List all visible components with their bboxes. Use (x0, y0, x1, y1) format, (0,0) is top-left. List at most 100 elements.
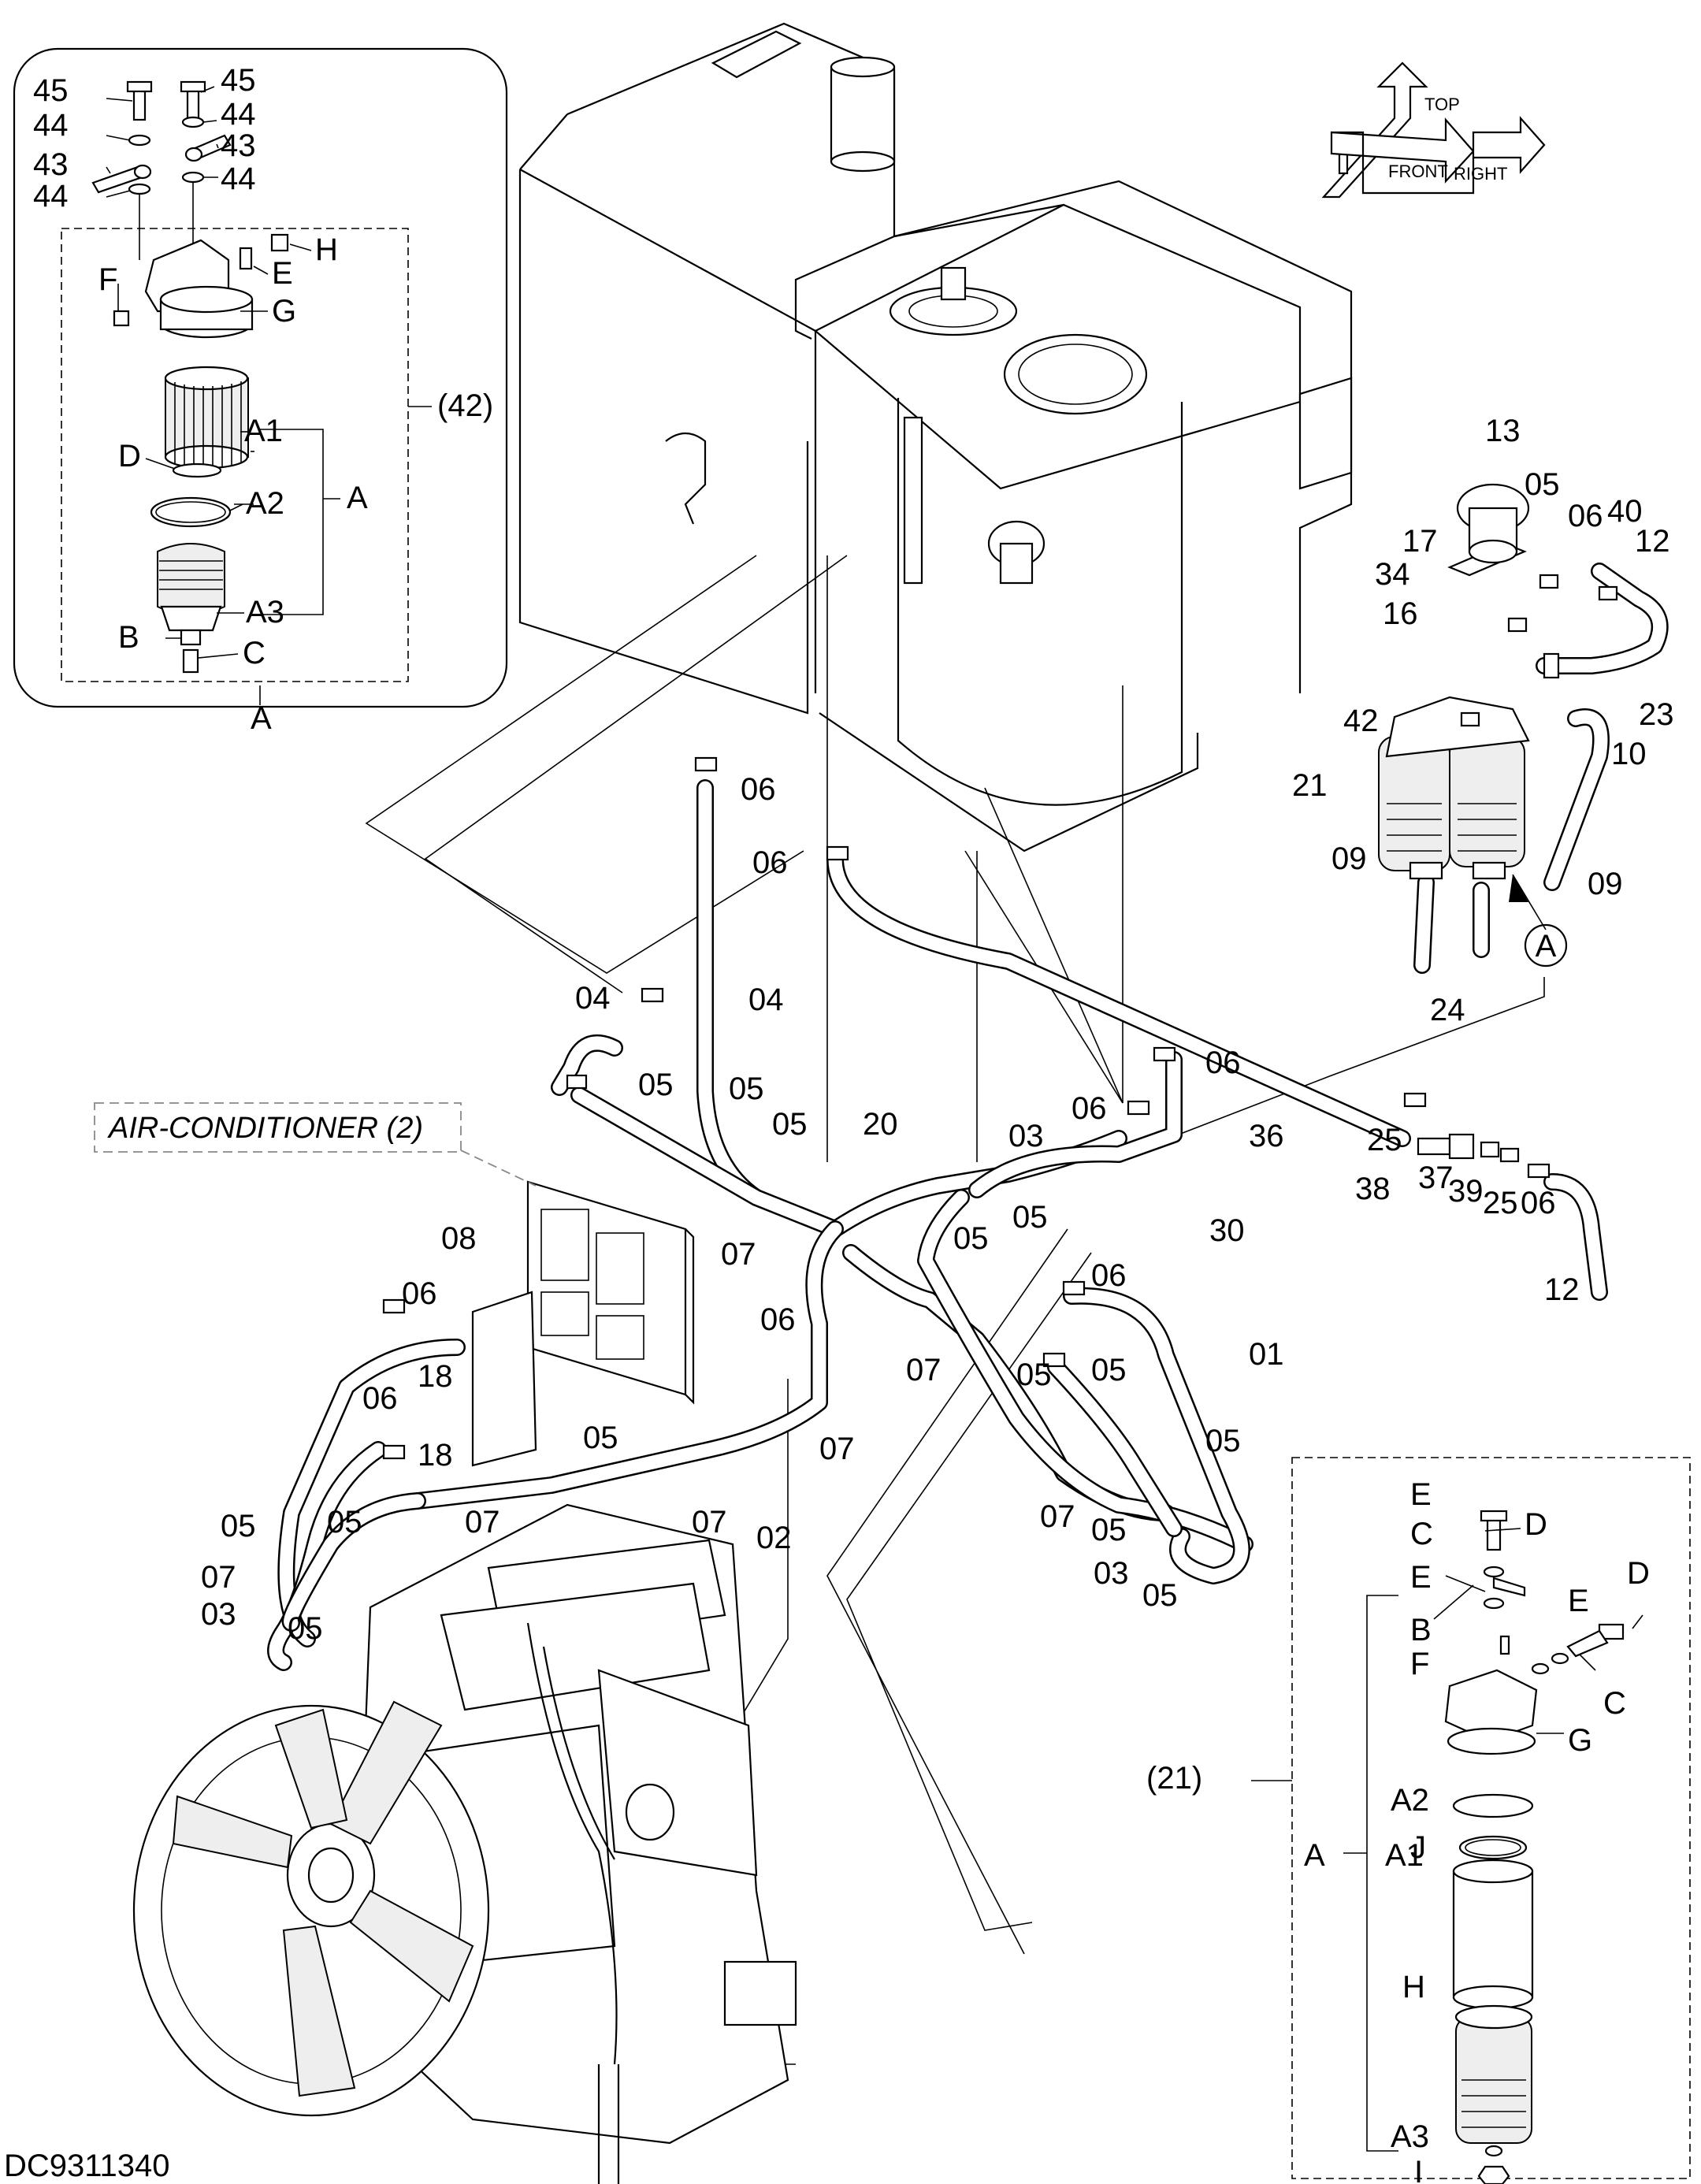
label-part_numbers-58: 05 (1091, 1513, 1127, 1547)
label-part_numbers-44: 18 (418, 1359, 453, 1394)
label-orientation-front: FRONT (1388, 162, 1448, 181)
label-detail_a-labels-14: A (347, 481, 368, 515)
label-detail_21-labels-11: J (1410, 1830, 1426, 1865)
hydraulic-tank-structure (518, 22, 1527, 852)
label-part_numbers-56: 05 (221, 1509, 256, 1543)
label-part_numbers-17: 04 (575, 981, 611, 1016)
label-part_numbers-18: 05 (638, 1068, 674, 1102)
label-part_numbers-22: 20 (863, 1107, 898, 1142)
label-part_numbers-63: 03 (1094, 1556, 1129, 1591)
label-detail_21-labels-6: E (1568, 1584, 1589, 1618)
label-detail_21-labels-15: A3 (1391, 2119, 1429, 2154)
label-part_numbers-51: 07 (692, 1505, 727, 1540)
label-detail_21-labels-4: B (1410, 1613, 1432, 1647)
air-conditioner-note: AIR-CONDITIONER (2) (107, 1112, 423, 1145)
label-part_numbers-31: 25 (1483, 1186, 1518, 1220)
label-part_numbers-40: 06 (1091, 1258, 1127, 1293)
detail-a-leaders (106, 86, 312, 659)
label-orientation-top: TOP (1424, 95, 1460, 114)
part-number-labels: 13 05 06 40 12 17 34 16 42 23 21 10 09 0… (201, 414, 1674, 1646)
fuel-filter-assembly (1378, 696, 1530, 880)
label-part_numbers-5: 17 (1402, 524, 1438, 559)
label-detail_21-labels-2: C (1410, 1517, 1433, 1551)
ecu-08-bracket (94, 1102, 695, 1467)
detail-a-callout: A (1509, 874, 1568, 968)
detail-21-panel (1251, 1457, 1691, 2184)
label-part_numbers-8: 42 (1343, 704, 1379, 738)
drawing-id: DC9311340 (4, 2149, 170, 2183)
label-part_numbers-15: 06 (741, 772, 776, 807)
label-part_numbers-47: 18 (418, 1438, 453, 1473)
fuel-hoses (267, 563, 1669, 1671)
label-detail_a-labels-5: 43 (221, 128, 256, 163)
detail-a-title: A (251, 701, 272, 736)
label-part_numbers-30: 39 (1448, 1174, 1484, 1209)
label-detail_a-labels-7: 44 (33, 179, 69, 214)
label-part_numbers-3: 40 (1607, 494, 1643, 529)
detail-21-labels: E D C E B F E D C G A2 J A A1 H A3 I (21… (1146, 1477, 1650, 2184)
label-part_numbers-0: 13 (1485, 414, 1521, 448)
label-part_numbers-25: 06 (1071, 1091, 1107, 1126)
label-detail_21-labels-5: F (1410, 1647, 1429, 1681)
label-part_numbers-49: 07 (819, 1432, 855, 1466)
label-part_numbers-55: 05 (327, 1505, 362, 1540)
label-part_numbers-61: 03 (201, 1597, 236, 1632)
label-part_numbers-23: 03 (1008, 1119, 1044, 1153)
label-detail_a-labels-10: E (272, 256, 293, 291)
label-part_numbers-19: 05 (729, 1072, 764, 1106)
label-part_numbers-13: 09 (1588, 867, 1623, 901)
label-part_numbers-28: 38 (1355, 1172, 1391, 1206)
label-detail_a-labels-8: 44 (221, 162, 256, 196)
label-part_numbers-11: 10 (1611, 737, 1647, 771)
label-part_numbers-57: 07 (465, 1505, 500, 1540)
label-part_numbers-37: 08 (441, 1221, 477, 1256)
label-part_numbers-6: 34 (1375, 557, 1410, 592)
label-detail_21-labels-3: E (1410, 1560, 1432, 1595)
label-part_numbers-50: 02 (756, 1521, 792, 1555)
label-detail_a-labels-9: H (315, 232, 338, 267)
label-part_numbers-32: 06 (1521, 1186, 1556, 1220)
label-detail_a-labels-12: G (272, 294, 296, 329)
label-detail_21-labels-8: C (1603, 1686, 1626, 1721)
label-detail_a-labels-2: 44 (33, 108, 69, 143)
label-part_numbers-36: 05 (1012, 1200, 1048, 1235)
orientation-labels: FRONT RIGHT TOP (1388, 95, 1507, 184)
label-part_numbers-64: 05 (288, 1611, 323, 1646)
label-detail_21-labels-16: I (1414, 2155, 1423, 2184)
label-part_numbers-39: 05 (953, 1221, 989, 1256)
label-detail_21-labels-1: D (1525, 1507, 1547, 1542)
water-separator-13 (1456, 483, 1530, 564)
label-part_numbers-2: 06 (1568, 499, 1603, 533)
label-part_numbers-46: 06 (362, 1381, 398, 1416)
callout-a-text: A (1536, 929, 1557, 964)
label-part_numbers-26: 36 (1249, 1119, 1284, 1153)
label-detail_a-labels-11: F (98, 262, 117, 297)
label-detail_a-labels-17: A3 (246, 595, 284, 630)
label-detail_21-labels-0: E (1410, 1477, 1432, 1512)
detail-a-labels: 45 45 44 44 43 43 43 44 44 H E F G A1 A … (33, 63, 493, 736)
engine-assembly (132, 1503, 797, 2184)
label-detail_a-labels-4: 43 (33, 147, 69, 182)
label-part_numbers-24: 06 (1205, 1046, 1241, 1080)
label-part_numbers-16: 06 (752, 845, 788, 880)
label-part_numbers-29: 37 (1418, 1161, 1454, 1195)
label-part_numbers-53: 07 (1040, 1499, 1075, 1534)
label-part_numbers-38: 06 (402, 1276, 437, 1311)
detail-21-assembly-ref: (21) (1146, 1761, 1202, 1796)
label-detail_a-labels-1: 45 (221, 63, 256, 98)
label-detail_21-labels-7: D (1627, 1556, 1650, 1591)
label-detail_a-labels-19: C (243, 636, 266, 670)
detail-a-panel (13, 47, 508, 708)
label-part_numbers-54: 05 (1205, 1424, 1241, 1458)
label-detail_21-labels-9: G (1568, 1723, 1592, 1758)
label-part_numbers-43: 06 (760, 1302, 796, 1337)
label-part_numbers-12: 09 (1331, 841, 1367, 876)
orientation-indicator (1321, 61, 1546, 199)
label-part_numbers-48: 05 (583, 1421, 618, 1455)
label-part_numbers-20: 04 (748, 982, 784, 1017)
label-part_numbers-10: 21 (1292, 768, 1328, 803)
label-detail_a-labels-13: A1 (244, 414, 283, 448)
label-part_numbers-41: 07 (906, 1353, 941, 1387)
label-part_numbers-45: 05 (1091, 1353, 1127, 1387)
label-part_numbers-21: 05 (772, 1107, 808, 1142)
